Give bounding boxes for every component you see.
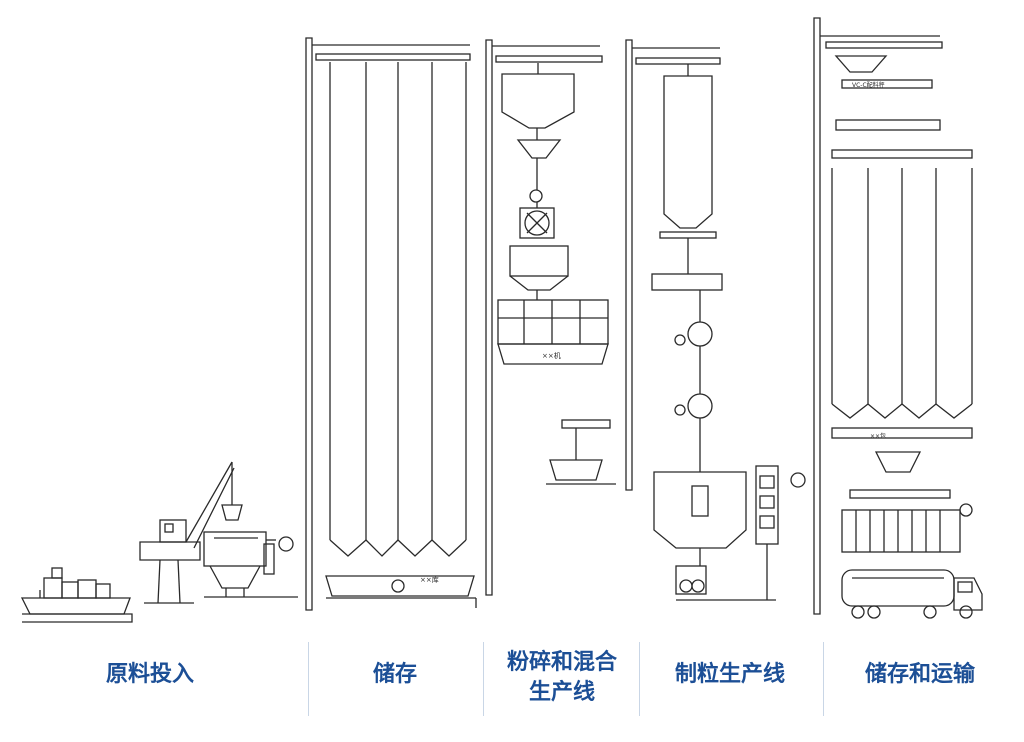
divider-3 (639, 642, 640, 716)
intake-hopper (203, 531, 298, 598)
grinding-section: ××机 (485, 39, 616, 596)
intake-section (20, 461, 298, 623)
stage-label-pellet: 制粒生产线 (674, 662, 785, 687)
divider-1 (308, 642, 309, 716)
scale-tag: VC-C配料秤 (852, 81, 885, 89)
transport-section: VC-C配料秤 ××包 (813, 17, 983, 619)
stage-label-intake: 原料投入 (105, 662, 194, 687)
bulk-truck (841, 569, 983, 619)
process-flow-diagram: ××库 ××机 (20, 17, 983, 623)
divider-4 (823, 642, 824, 716)
mixer-tag: ××机 (542, 351, 561, 360)
stage-label-transport: 储存和运输 (864, 662, 975, 687)
transport-silo-cones (831, 403, 973, 419)
crane (139, 461, 243, 604)
ship (20, 567, 133, 623)
storage-silo-cones (329, 539, 467, 557)
stage-label-grinding: 粉碎和混合 生产线 (506, 650, 617, 705)
storage-section: ××库 (305, 37, 477, 611)
storage-bin-tag: ××库 (420, 575, 439, 584)
packer-tag: ××包 (870, 432, 886, 440)
stage-label-storage: 储存 (372, 662, 417, 687)
divider-2 (483, 642, 484, 716)
pellet-section (625, 39, 806, 601)
